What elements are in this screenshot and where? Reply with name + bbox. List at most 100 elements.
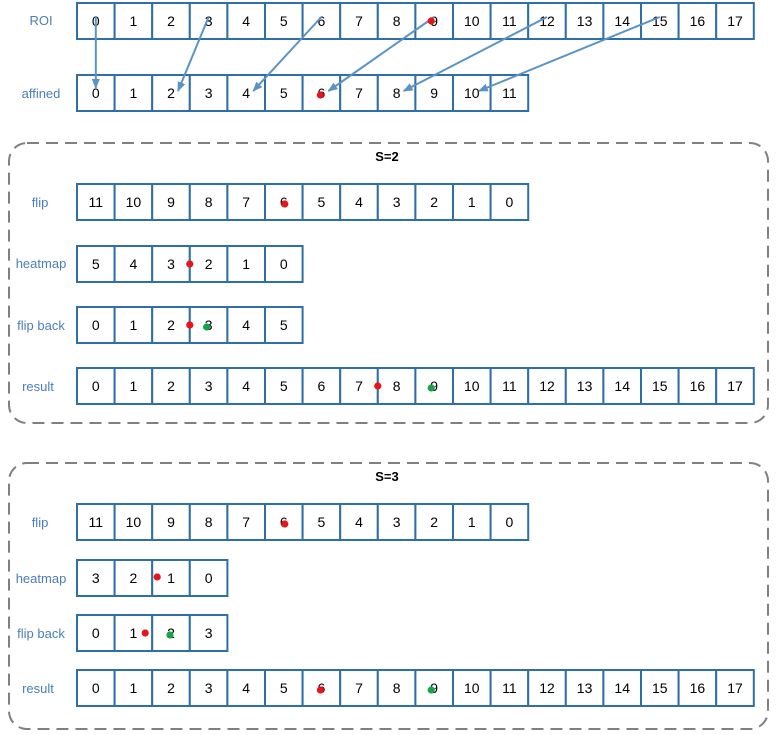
cell-value: 10 [464,13,480,29]
cell-value: 0 [92,317,100,333]
panel-s2-title: S=2 [375,149,399,164]
cell-value: 3 [167,256,175,272]
cell-value: 17 [727,13,743,29]
cell-value: 0 [92,680,100,696]
cell-box [151,669,191,707]
cell-value: 5 [280,85,288,101]
cell-value: 1 [468,194,476,210]
cell-value: 2 [167,680,175,696]
cell-value: 13 [577,13,593,29]
panel-s3-title: S=3 [375,469,399,484]
cell-box [264,306,304,344]
cell-value: 15 [652,680,668,696]
cell-box [76,669,116,707]
cell-box [76,559,116,597]
cell-box [640,2,680,40]
cell-box [113,559,154,597]
cell-box [301,183,342,221]
cell-value: 0 [205,570,213,586]
cell-value: 10 [126,514,142,530]
cell-value: 10 [464,85,480,101]
row-label-roi: ROI [29,13,52,28]
marker-dot [374,382,382,390]
marker-dot [153,573,161,581]
cell-box [339,367,379,405]
panel-s2-frame [8,142,769,424]
cell-value: 2 [167,378,175,394]
cell-box [264,74,304,112]
cell-value: 13 [577,680,593,696]
row-label-result: result [22,681,54,696]
cell-value: 3 [205,85,213,101]
cell-value: 11 [502,378,517,394]
cell-box [452,2,492,40]
cell-box [264,245,304,283]
cell-value: 0 [506,194,514,210]
cell-box [376,183,417,221]
cell-value: 9 [430,85,438,101]
cell-box [264,367,304,405]
cell-value: 7 [355,13,363,29]
cell-box [339,2,379,40]
cell-value: 8 [393,378,401,394]
cell-value: 2 [167,317,175,333]
cell-value: 14 [614,680,630,696]
s2-flip-row: 11109876543210 [76,183,530,221]
cell-box [113,2,154,40]
cell-box [489,183,530,221]
cell-value: 11 [502,680,517,696]
cell-value: 2 [205,256,213,272]
cell-box [113,245,154,283]
cell-value: 7 [355,680,363,696]
cell-box [188,559,229,597]
cell-box [151,245,191,283]
cell-value: 8 [393,85,401,101]
cell-value: 9 [430,680,438,696]
cell-box [489,669,530,707]
mapping-arrow [402,16,548,92]
cell-box [188,614,229,652]
cell-box [188,74,229,112]
mapping-arrow [177,16,210,92]
cell-value: 12 [539,13,555,29]
cell-value: 0 [92,625,100,641]
cell-box [602,669,643,707]
cell-value: 15 [652,378,668,394]
cell-value: 3 [393,194,401,210]
row-label-result: result [22,379,54,394]
cell-value: 13 [577,378,593,394]
cell-value: 5 [280,378,288,394]
cell-value: 7 [355,378,363,394]
mapping-arrow [327,16,435,92]
panel-s3-frame [8,462,769,730]
cell-box [414,669,454,707]
marker-dots [141,17,435,694]
cell-value: 10 [126,194,142,210]
cell-box [414,503,454,541]
cell-value: 1 [130,625,138,641]
cell-value: 9 [167,514,175,530]
marker-dot [186,321,194,329]
row-label-flip: flip [32,515,49,530]
cell-value: 5 [318,194,326,210]
cell-box [113,367,154,405]
cell-value: 4 [242,13,250,29]
cell-value: 7 [242,194,250,210]
cell-value: 1 [167,570,175,586]
marker-dot [203,323,211,331]
s3-flip-row: 11109876543210 [76,503,530,541]
cell-value: 16 [690,680,706,696]
cell-box [489,503,530,541]
cell-box [564,367,605,405]
cell-value: 1 [468,514,476,530]
cell-value: 4 [242,378,250,394]
cell-box [715,2,755,40]
cell-box [715,367,755,405]
cell-box [226,669,266,707]
cell-value: 16 [690,13,706,29]
